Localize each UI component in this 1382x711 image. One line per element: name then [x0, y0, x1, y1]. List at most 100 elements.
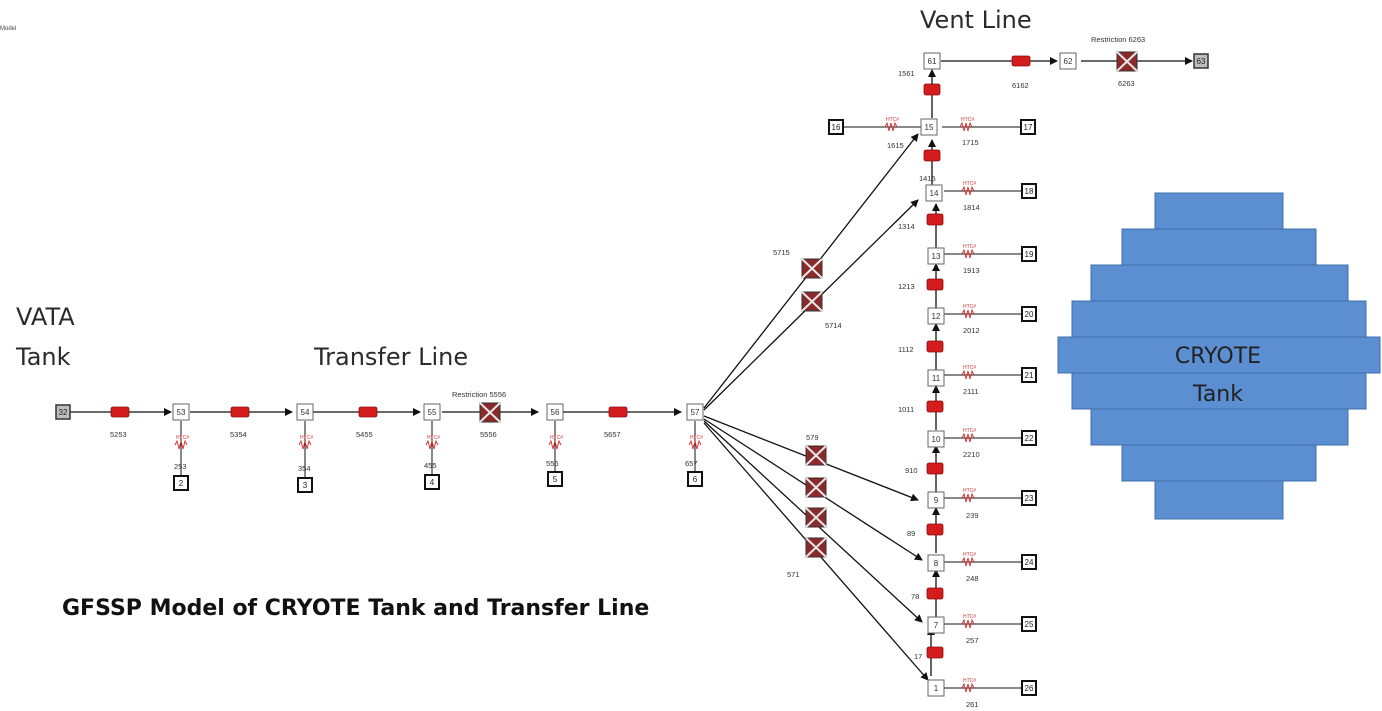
svg-text:24: 24 — [1025, 558, 1034, 567]
svg-text:556: 556 — [546, 459, 559, 468]
node-12: 12 — [927, 307, 945, 325]
pipe-branch-markers — [110, 55, 1031, 659]
svg-text:1814: 1814 — [963, 203, 980, 212]
svg-text:1112: 1112 — [898, 345, 914, 354]
svg-text:2210: 2210 — [963, 450, 980, 459]
svg-text:1: 1 — [934, 684, 939, 693]
svg-text:26: 26 — [1025, 684, 1034, 693]
svg-text:1011: 1011 — [898, 405, 914, 414]
svg-text:2012: 2012 — [963, 326, 980, 335]
model-corner-label: Model — [0, 26, 17, 32]
svg-text:17: 17 — [914, 652, 922, 661]
svg-text:53: 53 — [177, 408, 186, 417]
node-26: 26 — [1021, 680, 1037, 696]
node-4: 4 — [424, 474, 440, 490]
node-3: 3 — [297, 477, 313, 493]
htc-248-icon — [961, 556, 975, 567]
svg-text:1913: 1913 — [963, 266, 980, 275]
htc-symbols — [174, 121, 975, 693]
node-53: 53 — [172, 403, 190, 421]
cryote-tank-title-line2: Tank — [1193, 382, 1243, 407]
svg-text:257: 257 — [966, 636, 979, 645]
node-11: 11 — [927, 369, 945, 387]
htc-556-icon — [548, 439, 562, 450]
svg-text:HTC#: HTC# — [550, 435, 563, 441]
svg-text:571: 571 — [787, 570, 800, 579]
svg-text:657: 657 — [685, 459, 698, 468]
svg-text:248: 248 — [966, 574, 979, 583]
htc-2012-icon — [961, 308, 975, 319]
svg-text:5455: 5455 — [356, 430, 373, 439]
htc-1615-icon — [884, 121, 898, 132]
svg-text:1561: 1561 — [898, 69, 915, 78]
svg-text:1213: 1213 — [898, 282, 915, 291]
restriction-577-icon — [805, 507, 827, 528]
vent-line-title: Vent Line — [920, 6, 1032, 34]
svg-text:HTC#: HTC# — [176, 435, 189, 441]
htc-2210-icon — [961, 432, 975, 443]
node-2: 2 — [173, 475, 189, 491]
svg-text:HTC#: HTC# — [427, 435, 440, 441]
svg-text:89: 89 — [907, 529, 915, 538]
node-1: 1 — [927, 679, 945, 697]
svg-text:HTC#: HTC# — [963, 365, 976, 371]
svg-text:5657: 5657 — [604, 430, 621, 439]
svg-text:4: 4 — [430, 478, 435, 487]
node-7: 7 — [927, 616, 945, 634]
svg-text:63: 63 — [1197, 57, 1206, 66]
internal-nodes: 53 54 55 56 57 61 62 15 14 13 12 11 10 9… — [172, 52, 1077, 697]
svg-text:5714: 5714 — [825, 321, 842, 330]
svg-text:HTC#: HTC# — [963, 428, 976, 434]
restriction-5714-icon — [801, 291, 823, 312]
svg-text:12: 12 — [932, 312, 941, 321]
node-21: 21 — [1021, 367, 1037, 383]
restriction-578-icon — [805, 477, 827, 498]
node-22: 22 — [1021, 430, 1037, 446]
svg-text:78: 78 — [911, 592, 919, 601]
htc-239-icon — [961, 492, 975, 503]
htc-455-icon — [425, 439, 439, 450]
restriction-name-labels: Restriction 5556 Restriction 6263 — [452, 35, 1145, 399]
svg-text:13: 13 — [932, 252, 941, 261]
node-23: 23 — [1021, 490, 1037, 506]
restriction-5556-icon — [479, 402, 501, 423]
svg-text:21: 21 — [1025, 371, 1034, 380]
htc-1913-icon — [961, 248, 975, 259]
svg-text:9: 9 — [934, 496, 939, 505]
svg-text:6: 6 — [693, 475, 698, 484]
node-32-vata: 32 — [55, 404, 71, 420]
node-10: 10 — [927, 430, 945, 448]
svg-text:20: 20 — [1025, 310, 1034, 319]
cryote-tank-shape — [1057, 192, 1381, 520]
node-14: 14 — [925, 184, 943, 202]
transfer-line-title: Transfer Line — [314, 343, 469, 371]
svg-text:Restriction 6263: Restriction 6263 — [1091, 35, 1145, 44]
svg-text:5: 5 — [553, 475, 558, 484]
cryote-tank-title-line1: CRYOTE — [1174, 344, 1262, 369]
svg-text:2111: 2111 — [963, 387, 979, 396]
svg-text:HTC#: HTC# — [300, 435, 313, 441]
node-13: 13 — [927, 247, 945, 265]
node-9: 9 — [927, 491, 945, 509]
svg-text:HTC#: HTC# — [963, 488, 976, 494]
node-63: 63 — [1193, 53, 1209, 69]
svg-text:HTC#: HTC# — [963, 678, 976, 684]
svg-text:1314: 1314 — [898, 222, 915, 231]
svg-text:25: 25 — [1025, 620, 1034, 629]
node-20: 20 — [1021, 306, 1037, 322]
svg-text:6162: 6162 — [1012, 81, 1029, 90]
svg-text:5253: 5253 — [110, 430, 127, 439]
svg-text:HTC#: HTC# — [963, 244, 976, 250]
htc-1814-icon — [961, 185, 975, 196]
node-55: 55 — [423, 403, 441, 421]
node-16: 16 — [828, 119, 844, 135]
svg-text:HTC#: HTC# — [961, 117, 974, 123]
htc-257-icon — [961, 618, 975, 629]
tank-heat-lines — [843, 126, 1022, 689]
svg-text:239: 239 — [966, 511, 979, 520]
svg-text:Restriction 5556: Restriction 5556 — [452, 390, 506, 399]
svg-text:5556: 5556 — [480, 430, 497, 439]
node-25: 25 — [1021, 616, 1037, 632]
restriction-6263-icon — [1116, 51, 1138, 72]
